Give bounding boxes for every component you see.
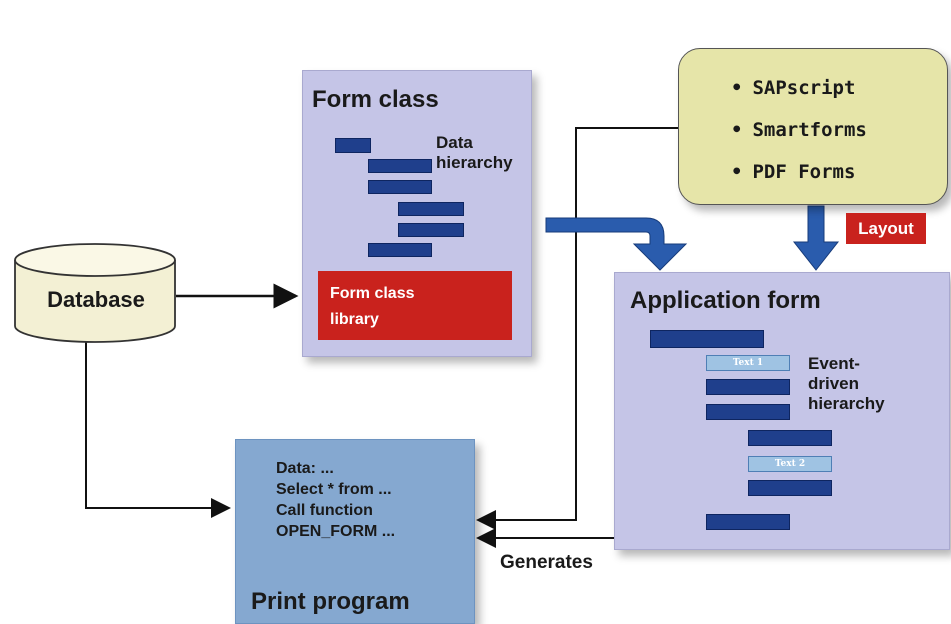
arrow-database-to-printprogram	[85, 342, 231, 518]
blue-arrow-formclass-to-appform	[545, 217, 688, 271]
layout-tool-item: SAPscript	[731, 67, 867, 109]
data-node	[335, 138, 371, 153]
data-node	[368, 180, 432, 194]
arrow-layout-to-printprogram	[476, 127, 678, 530]
code-line: Call function	[276, 502, 373, 519]
print-program-box	[235, 439, 475, 624]
layout-badge: Layout	[846, 213, 926, 244]
print-program-title: Print program	[251, 588, 410, 615]
event-node	[706, 379, 790, 395]
data-hierarchy-label: Data hierarchy	[436, 133, 513, 172]
code-line: OPEN_FORM ...	[276, 523, 396, 540]
data-node	[398, 223, 464, 237]
blue-arrow-layout-to-appform	[792, 205, 840, 271]
database-cylinder	[14, 243, 176, 343]
generates-label: Generates	[500, 552, 593, 573]
form-class-library: Form class library	[318, 271, 512, 340]
database-label: Database	[47, 287, 145, 312]
text-node-2: Text 2	[748, 456, 832, 472]
data-node	[368, 243, 432, 257]
event-node	[706, 404, 790, 420]
text-node-1: Text 1	[706, 355, 790, 371]
application-form-title: Application form	[630, 287, 821, 314]
layout-tool-item: Smartforms	[731, 109, 866, 151]
event-node	[748, 480, 832, 496]
event-node	[650, 330, 764, 348]
data-node	[398, 202, 464, 216]
layout-tools-list: SAPscript Smartforms PDF Forms	[731, 67, 867, 193]
data-node	[368, 159, 432, 173]
code-line: Data: ...	[276, 460, 334, 477]
event-driven-hierarchy-label: Event- driven hierarchy	[808, 354, 885, 413]
form-class-title: Form class	[312, 86, 439, 113]
print-program-code: Data: ... Select * from ... Call functio…	[276, 458, 395, 542]
code-line: Select * from ...	[276, 481, 392, 498]
layout-tool-item: PDF Forms	[731, 151, 867, 193]
event-node	[706, 514, 790, 530]
layout-tools-box: SAPscript Smartforms PDF Forms	[678, 48, 948, 205]
event-node	[748, 430, 832, 446]
